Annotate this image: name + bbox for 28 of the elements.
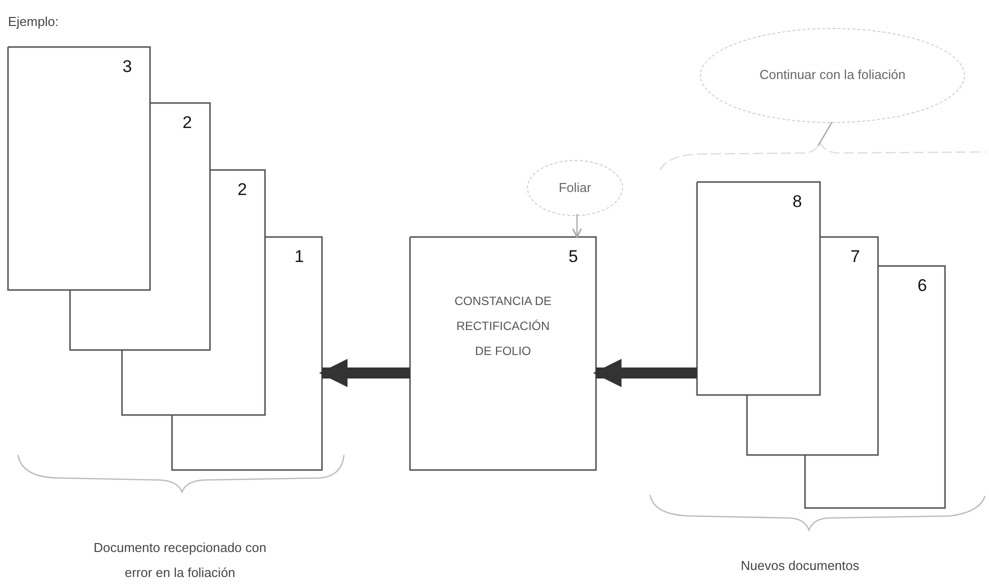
page-number: 5 bbox=[568, 247, 578, 267]
page-number: 2 bbox=[238, 180, 247, 200]
document-page bbox=[172, 237, 322, 470]
record-document bbox=[410, 237, 596, 470]
leader-line bbox=[817, 122, 833, 146]
callout-text: Foliar bbox=[558, 178, 592, 197]
document-page bbox=[697, 182, 820, 395]
callout-ellipse bbox=[700, 28, 965, 123]
page-number: 6 bbox=[918, 276, 927, 296]
arrow bbox=[572, 214, 582, 238]
block-arrow bbox=[319, 358, 410, 388]
page-number: 1 bbox=[294, 247, 304, 267]
callout-ellipse bbox=[527, 160, 623, 216]
document-page bbox=[805, 266, 945, 508]
page-number: 2 bbox=[182, 113, 192, 133]
page-number: 8 bbox=[792, 192, 802, 212]
group-caption: Documento recepcionado con error en la foliación bbox=[92, 539, 268, 582]
callout-text: Continuar con la foliación bbox=[758, 66, 906, 84]
document-page bbox=[122, 170, 265, 415]
document-page bbox=[70, 103, 210, 350]
group-caption: Nuevos documentos bbox=[740, 557, 860, 575]
document-page bbox=[8, 47, 150, 290]
page-number: 7 bbox=[850, 247, 860, 267]
document-title: CONSTANCIA DE RECTIFICACIÓN DE FOLIO bbox=[453, 293, 553, 360]
document-page bbox=[747, 237, 878, 455]
block-arrow bbox=[593, 358, 697, 388]
page-number: 3 bbox=[122, 57, 132, 77]
example-heading: Ejemplo: bbox=[8, 13, 60, 31]
